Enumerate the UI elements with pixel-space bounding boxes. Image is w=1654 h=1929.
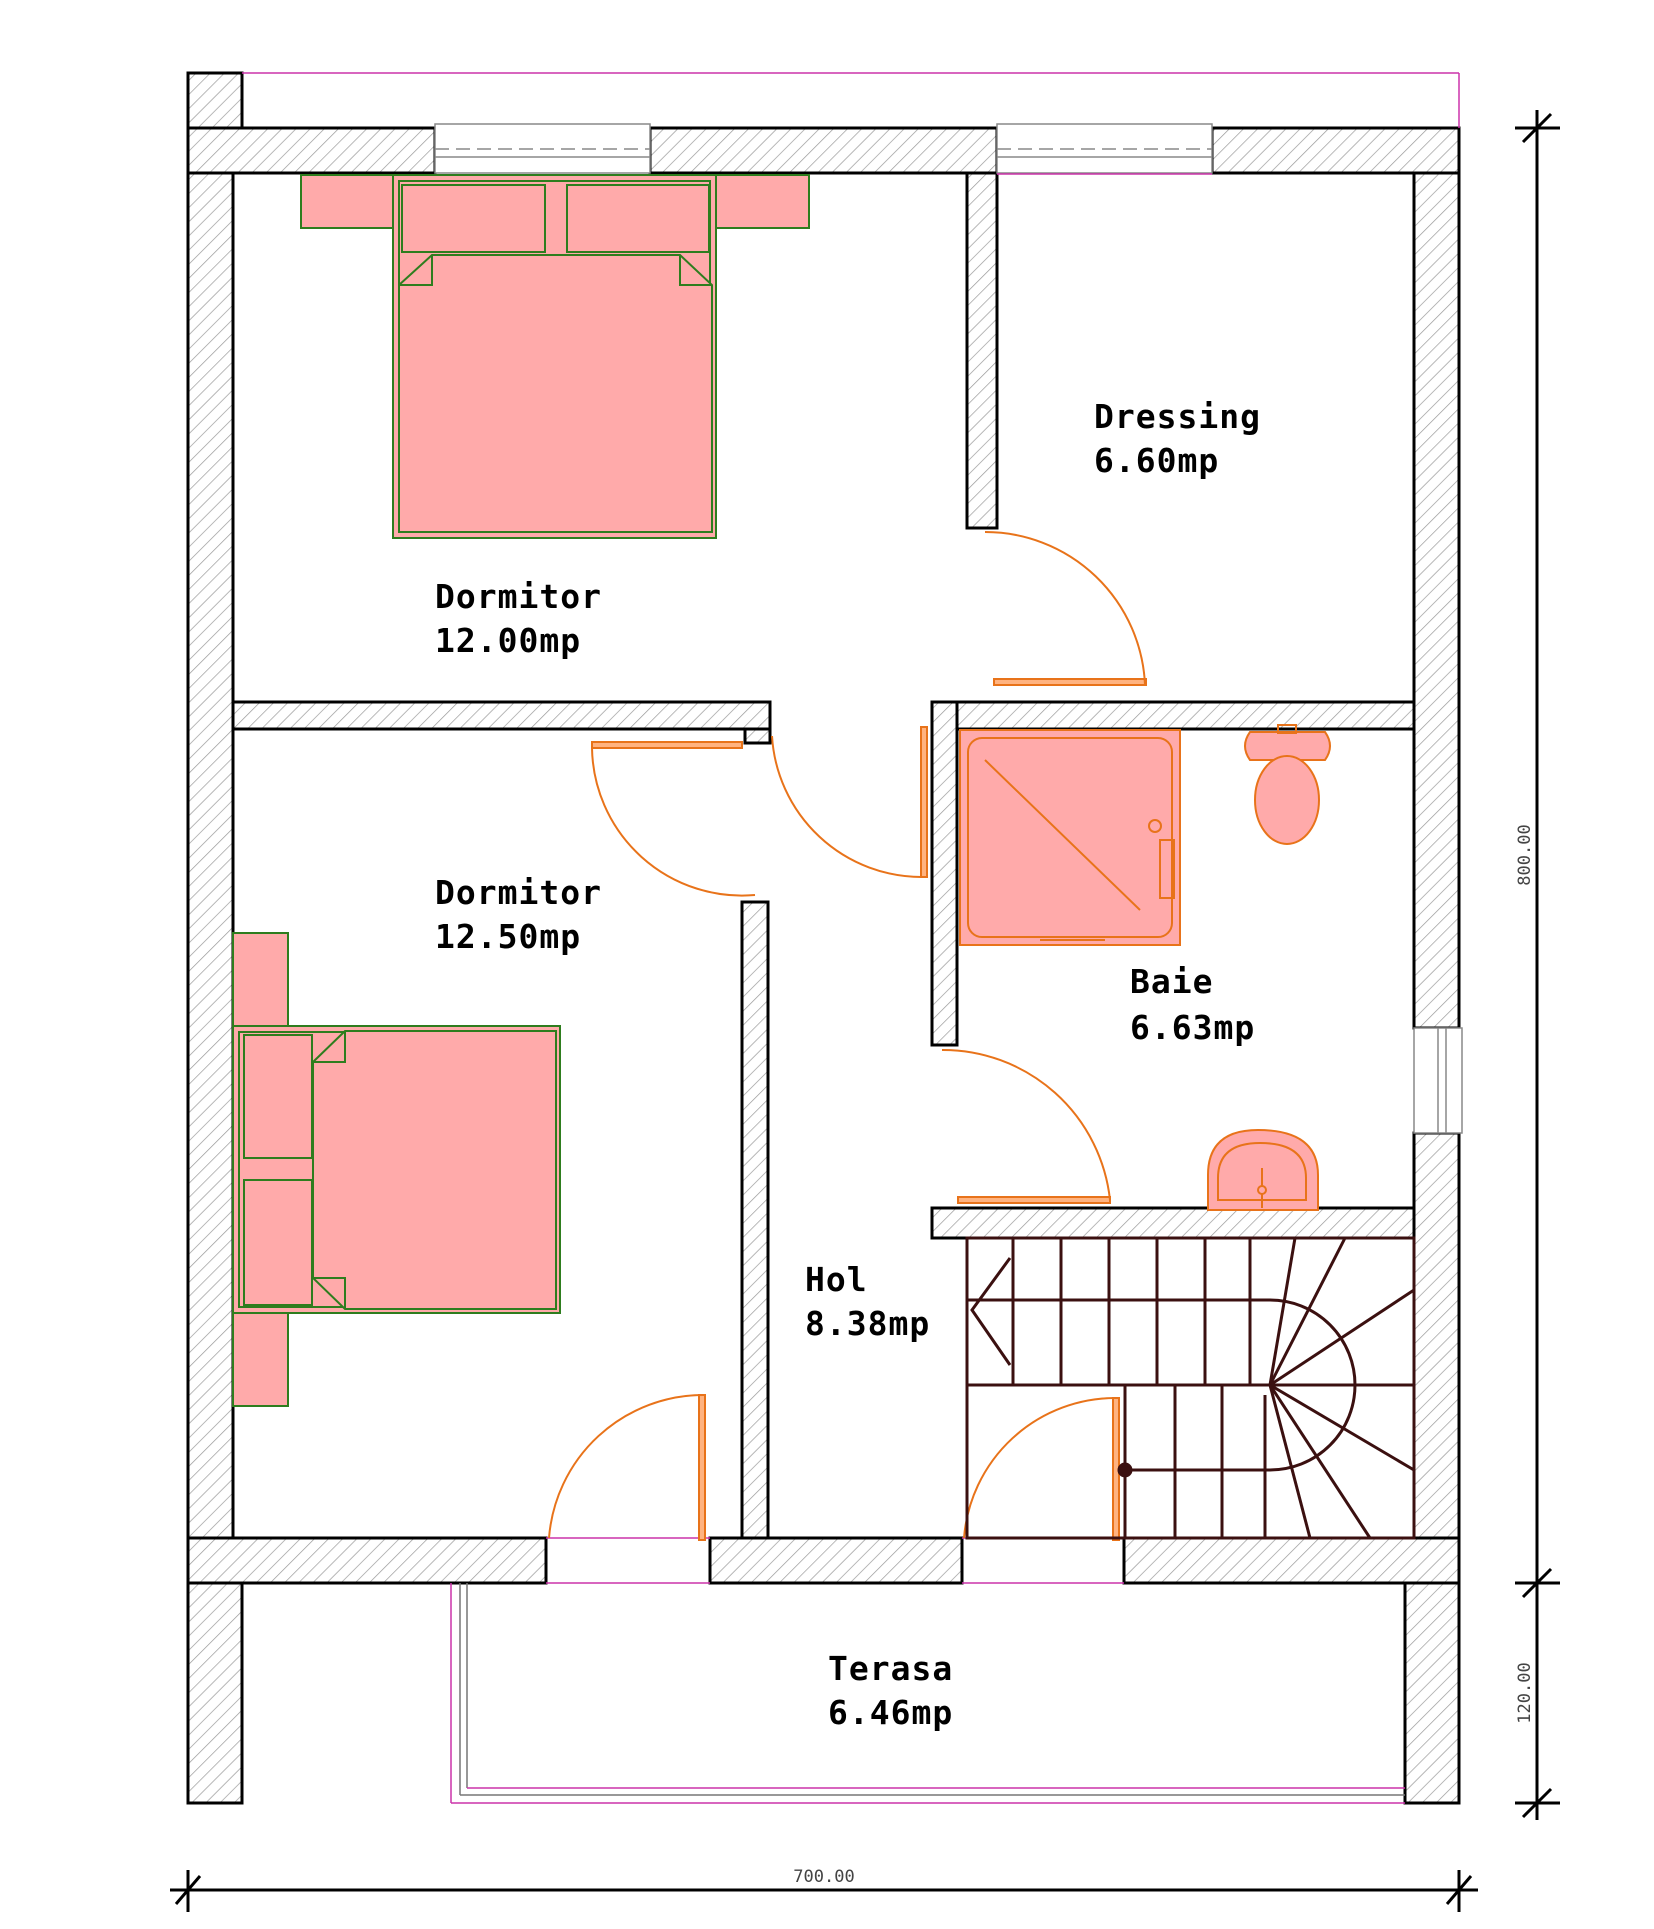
dimension-lines bbox=[170, 110, 1560, 1912]
dimension-horizontal bbox=[170, 1870, 1478, 1912]
wall-bottom-middle bbox=[708, 1536, 964, 1585]
door-terrace-left bbox=[548, 1393, 706, 1541]
door-bedroom1 bbox=[771, 726, 928, 879]
wall-right-lower bbox=[1412, 1131, 1461, 1585]
window-top-right bbox=[996, 123, 1213, 175]
terrace-railing bbox=[450, 1583, 1405, 1804]
blanket bbox=[312, 1030, 557, 1310]
wall-right-upper bbox=[1412, 171, 1461, 1030]
wall-stub-bedroom bbox=[743, 727, 772, 745]
nightstand-left bbox=[300, 174, 394, 229]
wall-dressing-bath bbox=[955, 700, 1416, 731]
pillow-top bbox=[243, 1034, 313, 1159]
room-name-baie: Baie bbox=[1130, 962, 1213, 1001]
bed-bedroom2 bbox=[232, 932, 561, 1407]
window-top-left bbox=[434, 123, 651, 174]
room-area-terasa: 6.46mp bbox=[828, 1693, 953, 1732]
washbasin bbox=[1207, 1128, 1319, 1211]
window-bathroom bbox=[1413, 1027, 1463, 1134]
shower-tray bbox=[959, 729, 1181, 946]
pillow-bottom bbox=[243, 1179, 313, 1306]
stair-outline bbox=[965, 1236, 1416, 1540]
bathroom-fixtures bbox=[959, 724, 1331, 1211]
wall-bottom-right bbox=[1122, 1536, 1461, 1585]
wall-top-middle bbox=[648, 126, 999, 175]
wall-left bbox=[186, 171, 235, 1585]
dimension-height-terrace-label: 120.00 bbox=[1515, 1662, 1535, 1723]
stair-treads-upper bbox=[1011, 1238, 1252, 1385]
wall-bedroom1-dressing bbox=[965, 171, 999, 530]
door-bedroom2 bbox=[591, 741, 756, 897]
terrace-pillar-left bbox=[186, 1581, 244, 1805]
pillow-right bbox=[566, 184, 710, 253]
room-name-dormitor-2: Dormitor bbox=[435, 873, 602, 912]
toilet bbox=[1244, 724, 1331, 845]
room-area-baie: 6.63mp bbox=[1130, 1008, 1255, 1047]
wall-bedroom1-bedroom2 bbox=[231, 700, 772, 731]
walls bbox=[186, 71, 1461, 1805]
blanket bbox=[398, 254, 713, 533]
corner-pillar bbox=[186, 71, 244, 130]
stair-arrow bbox=[970, 1257, 1012, 1366]
room-name-dressing: Dressing bbox=[1094, 397, 1261, 436]
bed-bedroom1 bbox=[300, 174, 810, 539]
nightstand-top bbox=[232, 932, 289, 1027]
dimension-vertical bbox=[1515, 110, 1560, 1820]
wall-top-right bbox=[1210, 126, 1461, 175]
room-area-dormitor-1: 12.00mp bbox=[435, 621, 581, 660]
room-labels: Dormitor 12.00mp Dressing 6.60mp Dormito… bbox=[435, 397, 1261, 1732]
wall-bottom-left bbox=[186, 1536, 548, 1585]
door-terrace-right bbox=[963, 1396, 1120, 1541]
dimension-width-label: 700.00 bbox=[793, 1867, 854, 1887]
terrace-pillar-right bbox=[1403, 1581, 1461, 1805]
stair-treads-winder bbox=[1268, 1237, 1415, 1539]
stair-start-dot bbox=[1117, 1462, 1133, 1478]
pillow-left bbox=[401, 184, 546, 253]
room-area-dressing: 6.60mp bbox=[1094, 441, 1219, 480]
door-bathroom bbox=[941, 1048, 1111, 1204]
staircase bbox=[965, 1236, 1416, 1540]
room-name-dormitor-1: Dormitor bbox=[435, 577, 602, 616]
room-name-terasa: Terasa bbox=[828, 1649, 953, 1688]
wall-bath-left bbox=[930, 700, 959, 1047]
stair-treads-lower bbox=[1123, 1385, 1267, 1538]
door-dressing bbox=[984, 530, 1147, 686]
nightstand-bottom bbox=[232, 1312, 289, 1407]
nightstand-right bbox=[715, 174, 810, 229]
windows bbox=[242, 72, 1463, 1804]
room-area-dormitor-2: 12.50mp bbox=[435, 917, 581, 956]
wall-bath-bottom bbox=[930, 1206, 1416, 1240]
wall-hall-left bbox=[740, 900, 770, 1540]
doors bbox=[548, 530, 1147, 1541]
room-name-hol: Hol bbox=[805, 1260, 868, 1299]
dimension-height-main-label: 800.00 bbox=[1515, 824, 1535, 885]
wall-top-left bbox=[186, 126, 437, 175]
room-area-hol: 8.38mp bbox=[805, 1304, 930, 1343]
